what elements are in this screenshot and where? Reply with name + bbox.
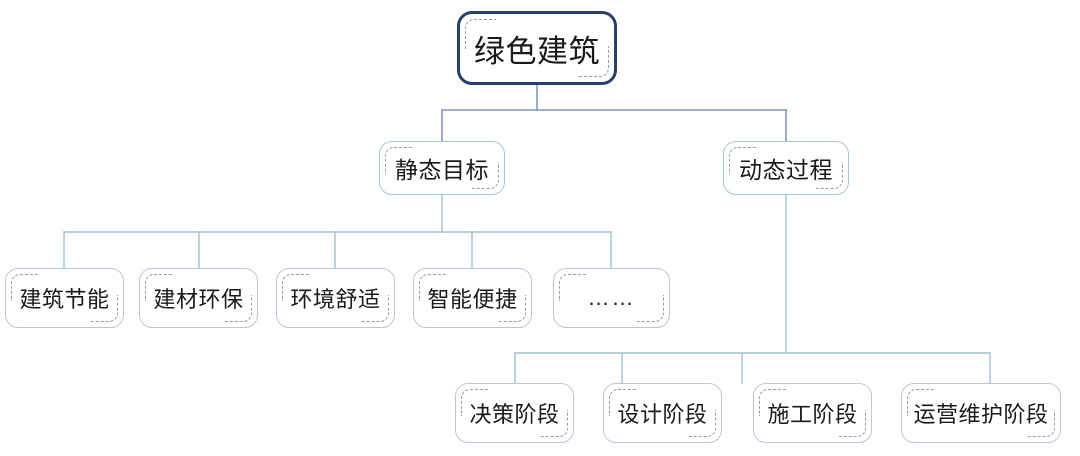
node-leaf-building-energy-saving[interactable]: 建筑节能 [5,268,124,328]
node-leaf-eco-materials[interactable]: 建材环保 [139,268,258,328]
node-leaf-environmental-comfort-label: 环境舒适 [290,287,381,312]
node-leaf-design-phase[interactable]: 设计阶段 [603,383,722,443]
node-branch-dynamic-process[interactable]: 动态过程 [723,141,849,195]
node-leaf-environmental-comfort[interactable]: 环境舒适 [276,268,395,328]
node-leaf-smart-convenient[interactable]: 智能便捷 [413,268,532,328]
node-branch-static-goals-label: 静态目标 [395,157,489,183]
node-leaf-ellipsis[interactable]: …… [553,268,670,328]
node-leaf-construction-phase[interactable]: 施工阶段 [753,383,872,443]
node-leaf-construction-phase-label: 施工阶段 [767,402,858,427]
node-leaf-decision-phase[interactable]: 决策阶段 [455,383,574,443]
node-branch-static-goals[interactable]: 静态目标 [379,141,505,195]
node-leaf-building-energy-saving-label: 建筑节能 [19,287,110,312]
node-root-green-building[interactable]: 绿色建筑 [457,11,617,85]
node-leaf-design-phase-label: 设计阶段 [617,402,708,427]
ellipsis-label: …… [587,285,636,310]
node-root-label: 绿色建筑 [474,33,600,69]
node-leaf-decision-phase-label: 决策阶段 [469,402,560,427]
node-leaf-operation-maintenance-phase[interactable]: 运营维护阶段 [901,383,1061,443]
node-leaf-operation-maintenance-phase-label: 运营维护阶段 [913,402,1049,427]
node-leaf-smart-convenient-label: 智能便捷 [427,287,518,312]
node-leaf-eco-materials-label: 建材环保 [153,287,244,312]
node-branch-dynamic-process-label: 动态过程 [739,157,833,183]
